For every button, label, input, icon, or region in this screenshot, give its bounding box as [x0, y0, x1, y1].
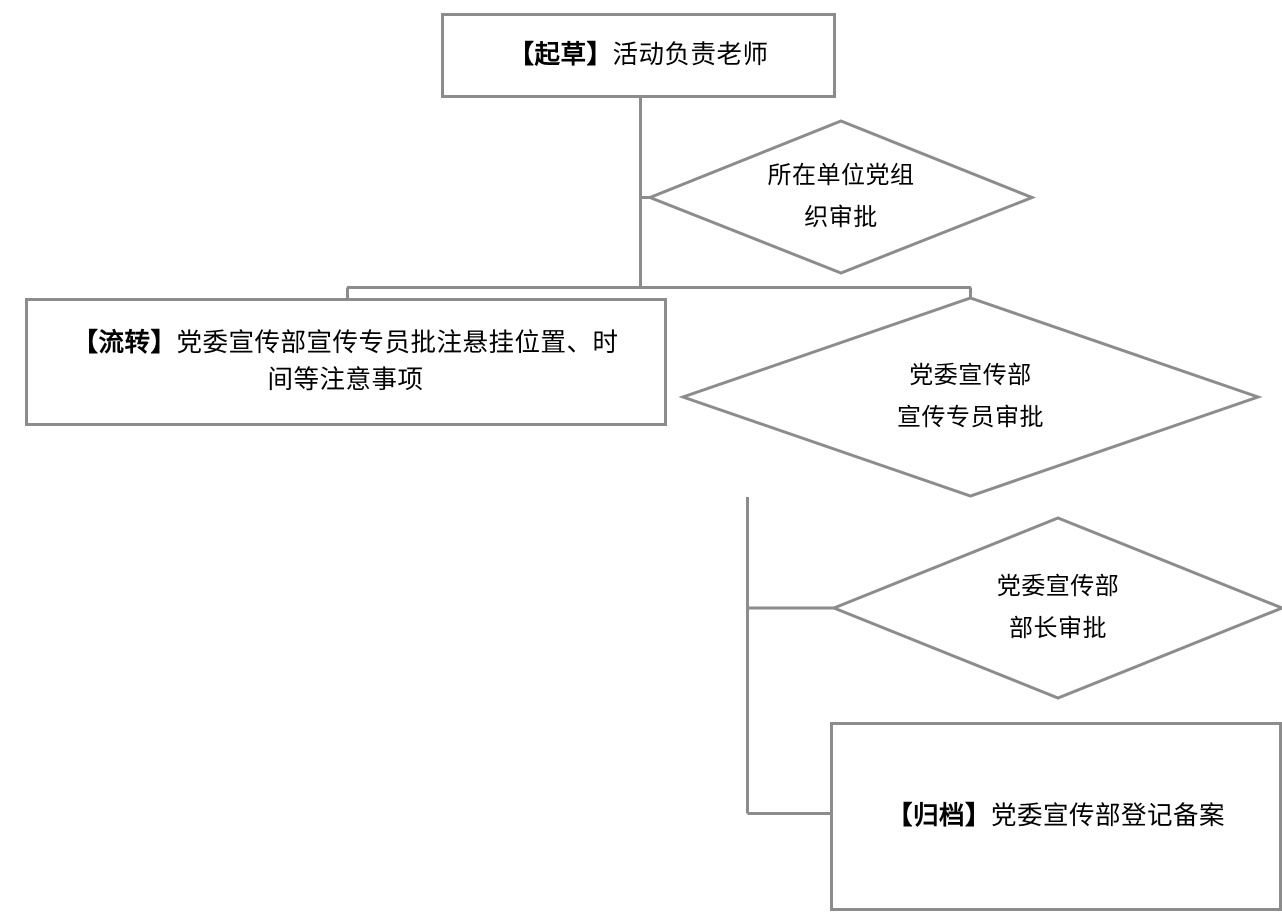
unit-party-approval-diamond-shape	[645, 119, 1037, 275]
draft-box-shape	[441, 13, 836, 98]
transfer-box-shape	[25, 298, 667, 426]
publicity-director-approval-diamond-shape	[829, 516, 1282, 700]
publicity-officer-approval-diamond-shape	[678, 296, 1263, 498]
archive-box-shape	[830, 722, 1282, 911]
